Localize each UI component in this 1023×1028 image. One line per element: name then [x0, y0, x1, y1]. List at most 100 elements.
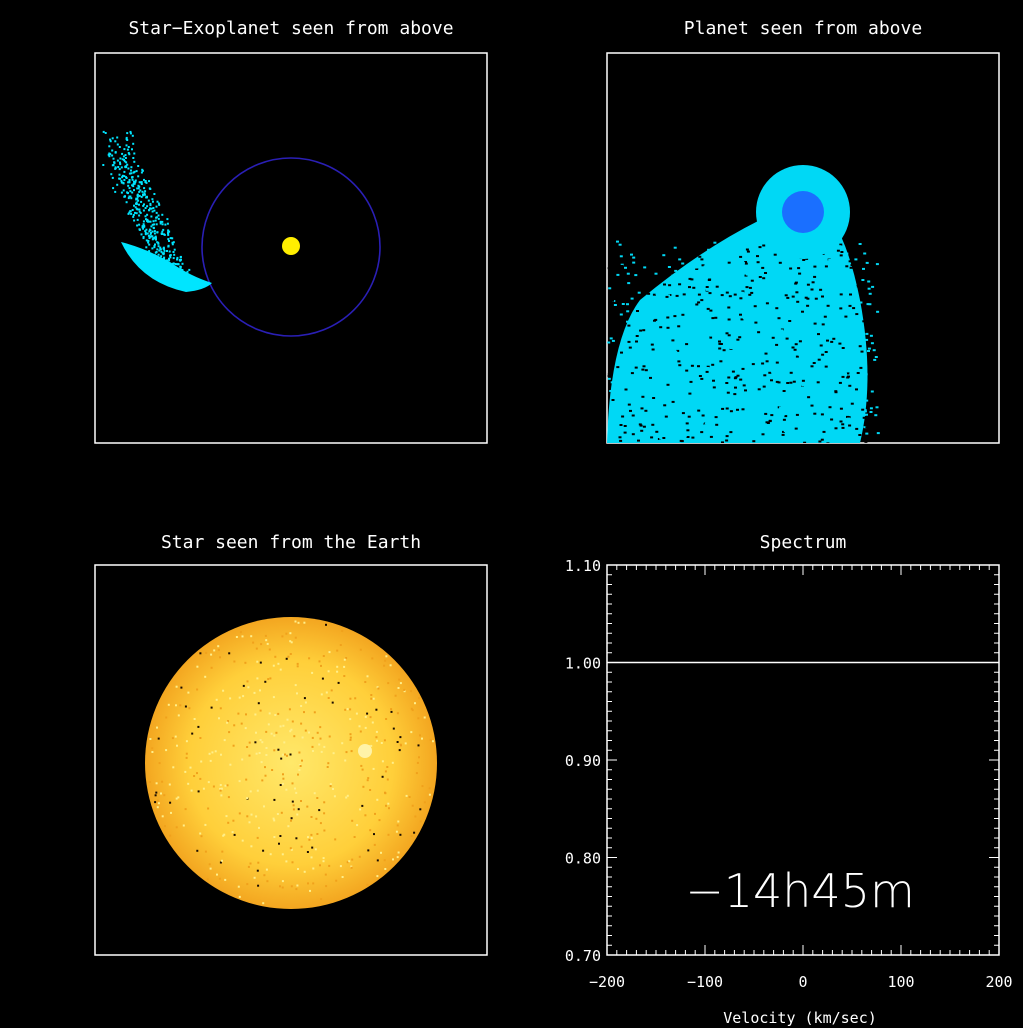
tail-particle: [162, 271, 164, 274]
sun-speck: [267, 723, 270, 726]
sun-speck: [205, 651, 208, 654]
sun-speck: [332, 752, 335, 755]
cloud-particle: [649, 421, 653, 424]
cloud-particle: [653, 310, 657, 313]
cloud-particle: [797, 329, 801, 332]
cloud-particle: [750, 291, 754, 294]
tail-particle: [143, 178, 145, 181]
cloud-particle: [808, 420, 812, 423]
tail-particle: [139, 211, 142, 214]
sun-speck: [410, 731, 413, 734]
cloud-particle: [725, 435, 729, 438]
cloud-particle: [867, 280, 871, 283]
sun-speck: [364, 681, 367, 683]
tail-particle: [125, 144, 128, 147]
sun-speck: [355, 712, 358, 715]
cloud-particle: [649, 376, 652, 379]
sun-speck: [259, 689, 261, 692]
cloud-particle: [859, 301, 863, 304]
tail-particle: [116, 143, 119, 146]
cloud-particle: [752, 344, 756, 347]
cloud-particle: [705, 390, 709, 393]
sun-speck: [245, 778, 248, 781]
cloud-particle: [763, 374, 767, 377]
sun-speck: [185, 752, 188, 755]
sun-speck: [204, 850, 207, 853]
tail-particle: [124, 157, 127, 159]
tail-particle: [163, 259, 166, 262]
sun-speck: [188, 707, 191, 710]
sun-speck: [184, 808, 187, 811]
tail-particle: [136, 194, 139, 197]
tail-particle: [166, 222, 169, 225]
cloud-particle: [801, 440, 805, 443]
cloud-particle: [838, 342, 842, 345]
tail-particle: [146, 218, 149, 221]
cloud-particle: [775, 307, 779, 310]
sun-speck: [274, 714, 277, 716]
tail-particle: [161, 230, 164, 233]
cloud-particle: [644, 369, 648, 372]
cloud-particle: [753, 305, 757, 308]
sun-speck: [418, 756, 420, 759]
cloud-particle: [807, 396, 811, 399]
sun-speck: [197, 725, 200, 728]
cloud-particle: [867, 287, 871, 290]
cloud-particle: [796, 300, 800, 303]
sun-speck: [294, 787, 296, 790]
cloud-particle: [860, 355, 864, 358]
x-tick-label: −200: [589, 973, 625, 991]
cloud-particle: [609, 337, 613, 340]
tail-particle: [145, 181, 148, 184]
cloud-particle: [844, 315, 848, 318]
cloud-particle: [666, 383, 670, 386]
cloud-particle: [729, 431, 733, 434]
cloud-particle: [700, 421, 704, 424]
sun-speck: [312, 867, 315, 870]
cloud-particle: [718, 340, 721, 343]
sun-speck: [384, 868, 387, 870]
sun-speck: [281, 853, 284, 856]
cloud-particle: [707, 248, 711, 251]
tail-particle: [137, 175, 140, 178]
tail-particle: [159, 247, 162, 250]
cloud-particle: [697, 293, 701, 296]
cloud-particle: [840, 390, 844, 393]
sun-speck: [184, 770, 187, 773]
sun-speck: [212, 785, 215, 788]
cloud-particle: [806, 283, 810, 286]
cloud-particle: [677, 325, 681, 328]
cloud-particle: [761, 433, 765, 436]
cloud-particle: [658, 268, 662, 271]
tail-particle: [104, 132, 107, 134]
panel-title-planet: Planet seen from above: [683, 18, 923, 39]
cloud-particle: [626, 303, 629, 306]
tail-particle: [144, 180, 147, 182]
cloud-particle: [742, 317, 746, 320]
cloud-particle: [746, 297, 750, 300]
cloud-particle: [765, 325, 769, 328]
tail-particle: [144, 230, 147, 233]
tail-particle: [159, 246, 162, 249]
cloud-particle: [643, 314, 647, 317]
cloud-particle: [875, 406, 879, 409]
cloud-particle: [714, 349, 718, 352]
sun-speck: [399, 736, 402, 739]
cloud-particle: [799, 408, 803, 411]
tail-particle: [139, 181, 142, 184]
cloud-particle: [725, 407, 729, 410]
cloud-particle: [727, 376, 731, 379]
sun-speck: [411, 709, 414, 712]
sun-speck: [333, 795, 336, 798]
tail-particle: [120, 181, 123, 184]
cloud-particle: [752, 365, 756, 368]
cloud-particle: [641, 395, 645, 398]
cloud-particle: [634, 366, 638, 369]
tail-particle: [166, 218, 169, 221]
sun-speck: [253, 691, 256, 694]
cloud-particle: [641, 368, 645, 371]
cloud-particle: [784, 415, 788, 418]
sun-speck: [257, 861, 260, 864]
cloud-particle: [686, 436, 690, 438]
cloud-particle: [607, 375, 611, 377]
